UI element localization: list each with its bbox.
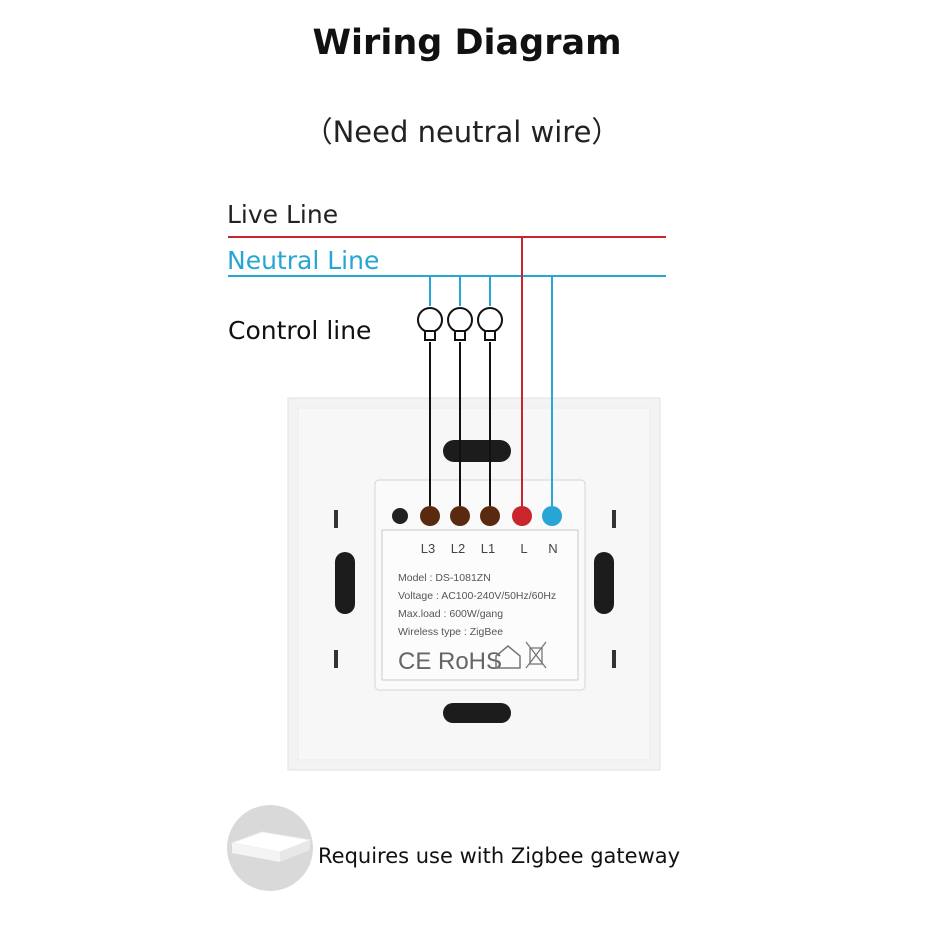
indoor-use-icon [495,645,521,669]
terminal-l3 [420,506,440,526]
terminal-l1 [480,506,500,526]
control-line-label: Control line [228,316,371,345]
bulb-icon [447,307,473,341]
terminal-label: L1 [481,541,495,556]
page-title: Wiring Diagram [312,23,621,63]
neutral-line-label: Neutral Line [227,246,379,275]
spec-model: Model : DS-1081ZN [398,572,491,584]
ce-mark: CE [398,648,431,675]
terminal-label: L2 [451,541,465,556]
terminal-l [512,506,532,526]
subtitle: （Need neutral wire） [304,115,621,149]
module-label-panel [381,529,579,681]
mount-slot-top [443,440,511,462]
bulb-icon [477,307,503,341]
mount-slot-right [594,552,614,614]
spec-maxload: Max.load : 600W/gang [398,608,503,620]
terminal-label: L3 [421,541,435,556]
live-line-label: Live Line [227,200,338,229]
gateway-requirement-note: Requires use with Zigbee gateway [318,844,680,868]
mount-slot-left [335,552,355,614]
terminal-label: N [548,541,557,556]
terminal-n [542,506,562,526]
terminal-l2 [450,506,470,526]
bulb-icon [417,307,443,341]
spec-wireless: Wireless type : ZigBee [398,626,503,638]
rohs-mark: RoHS [438,648,502,675]
mount-slot-bottom [443,703,511,723]
terminal-label: L [520,541,527,556]
spec-voltage: Voltage : AC100-240V/50Hz/60Hz [398,590,556,602]
weee-bin-icon [525,641,547,669]
